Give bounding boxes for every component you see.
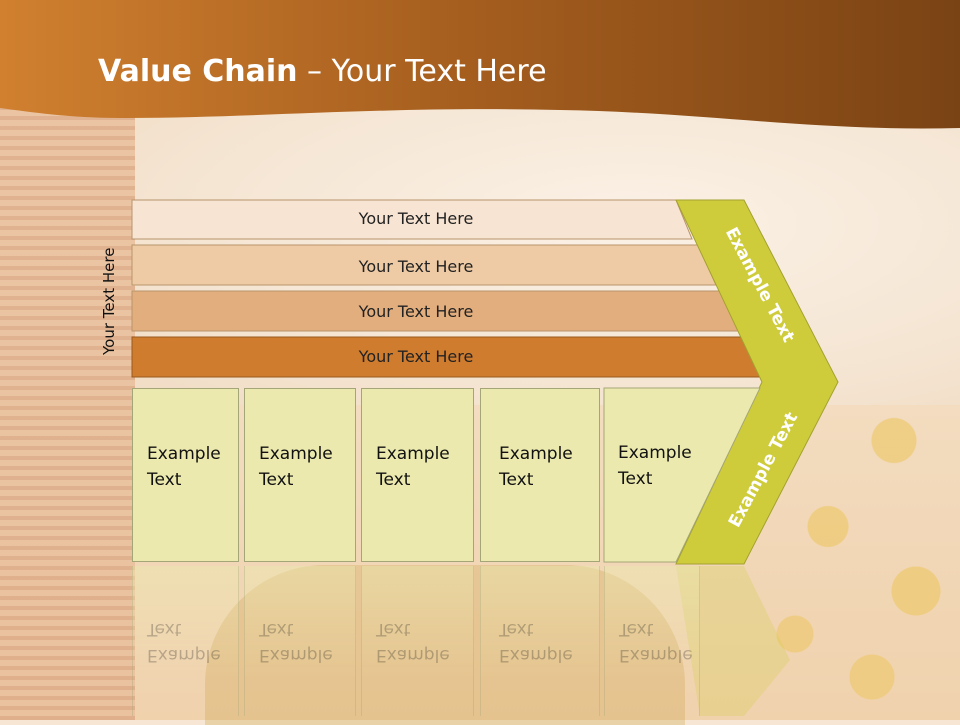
bar-1-label: Your Text Here bbox=[358, 209, 474, 228]
box-4-line2: Text bbox=[499, 470, 534, 490]
header-band bbox=[0, 0, 960, 129]
chevron-arrow bbox=[675, 199, 839, 565]
soap-background bbox=[205, 565, 685, 725]
box-4-line1: Example bbox=[499, 444, 573, 464]
bar-3-label: Your Text Here bbox=[358, 302, 474, 321]
bar-4-label: Your Text Here bbox=[358, 347, 474, 366]
box-2-line1: Example bbox=[259, 444, 333, 464]
box-5-slant bbox=[603, 387, 761, 563]
box-5-line1: Example bbox=[618, 443, 692, 463]
box-3-line2: Text bbox=[376, 470, 411, 490]
title-rest: – Your Text Here bbox=[297, 54, 547, 89]
bar-2-label: Your Text Here bbox=[358, 257, 474, 276]
box-3-line1: Example bbox=[376, 444, 450, 464]
box-5-line2: Text bbox=[618, 469, 653, 489]
bamboo-background bbox=[0, 0, 135, 720]
box-1-line1: Example bbox=[147, 444, 221, 464]
title-bold: Value Chain bbox=[98, 54, 298, 89]
chevron-reflection bbox=[676, 566, 790, 716]
bar-1 bbox=[131, 199, 693, 240]
slide-title: Value Chain – Your Text Here bbox=[98, 54, 547, 89]
box-1-line2: Text bbox=[147, 470, 182, 490]
box-2-line2: Text bbox=[259, 470, 294, 490]
